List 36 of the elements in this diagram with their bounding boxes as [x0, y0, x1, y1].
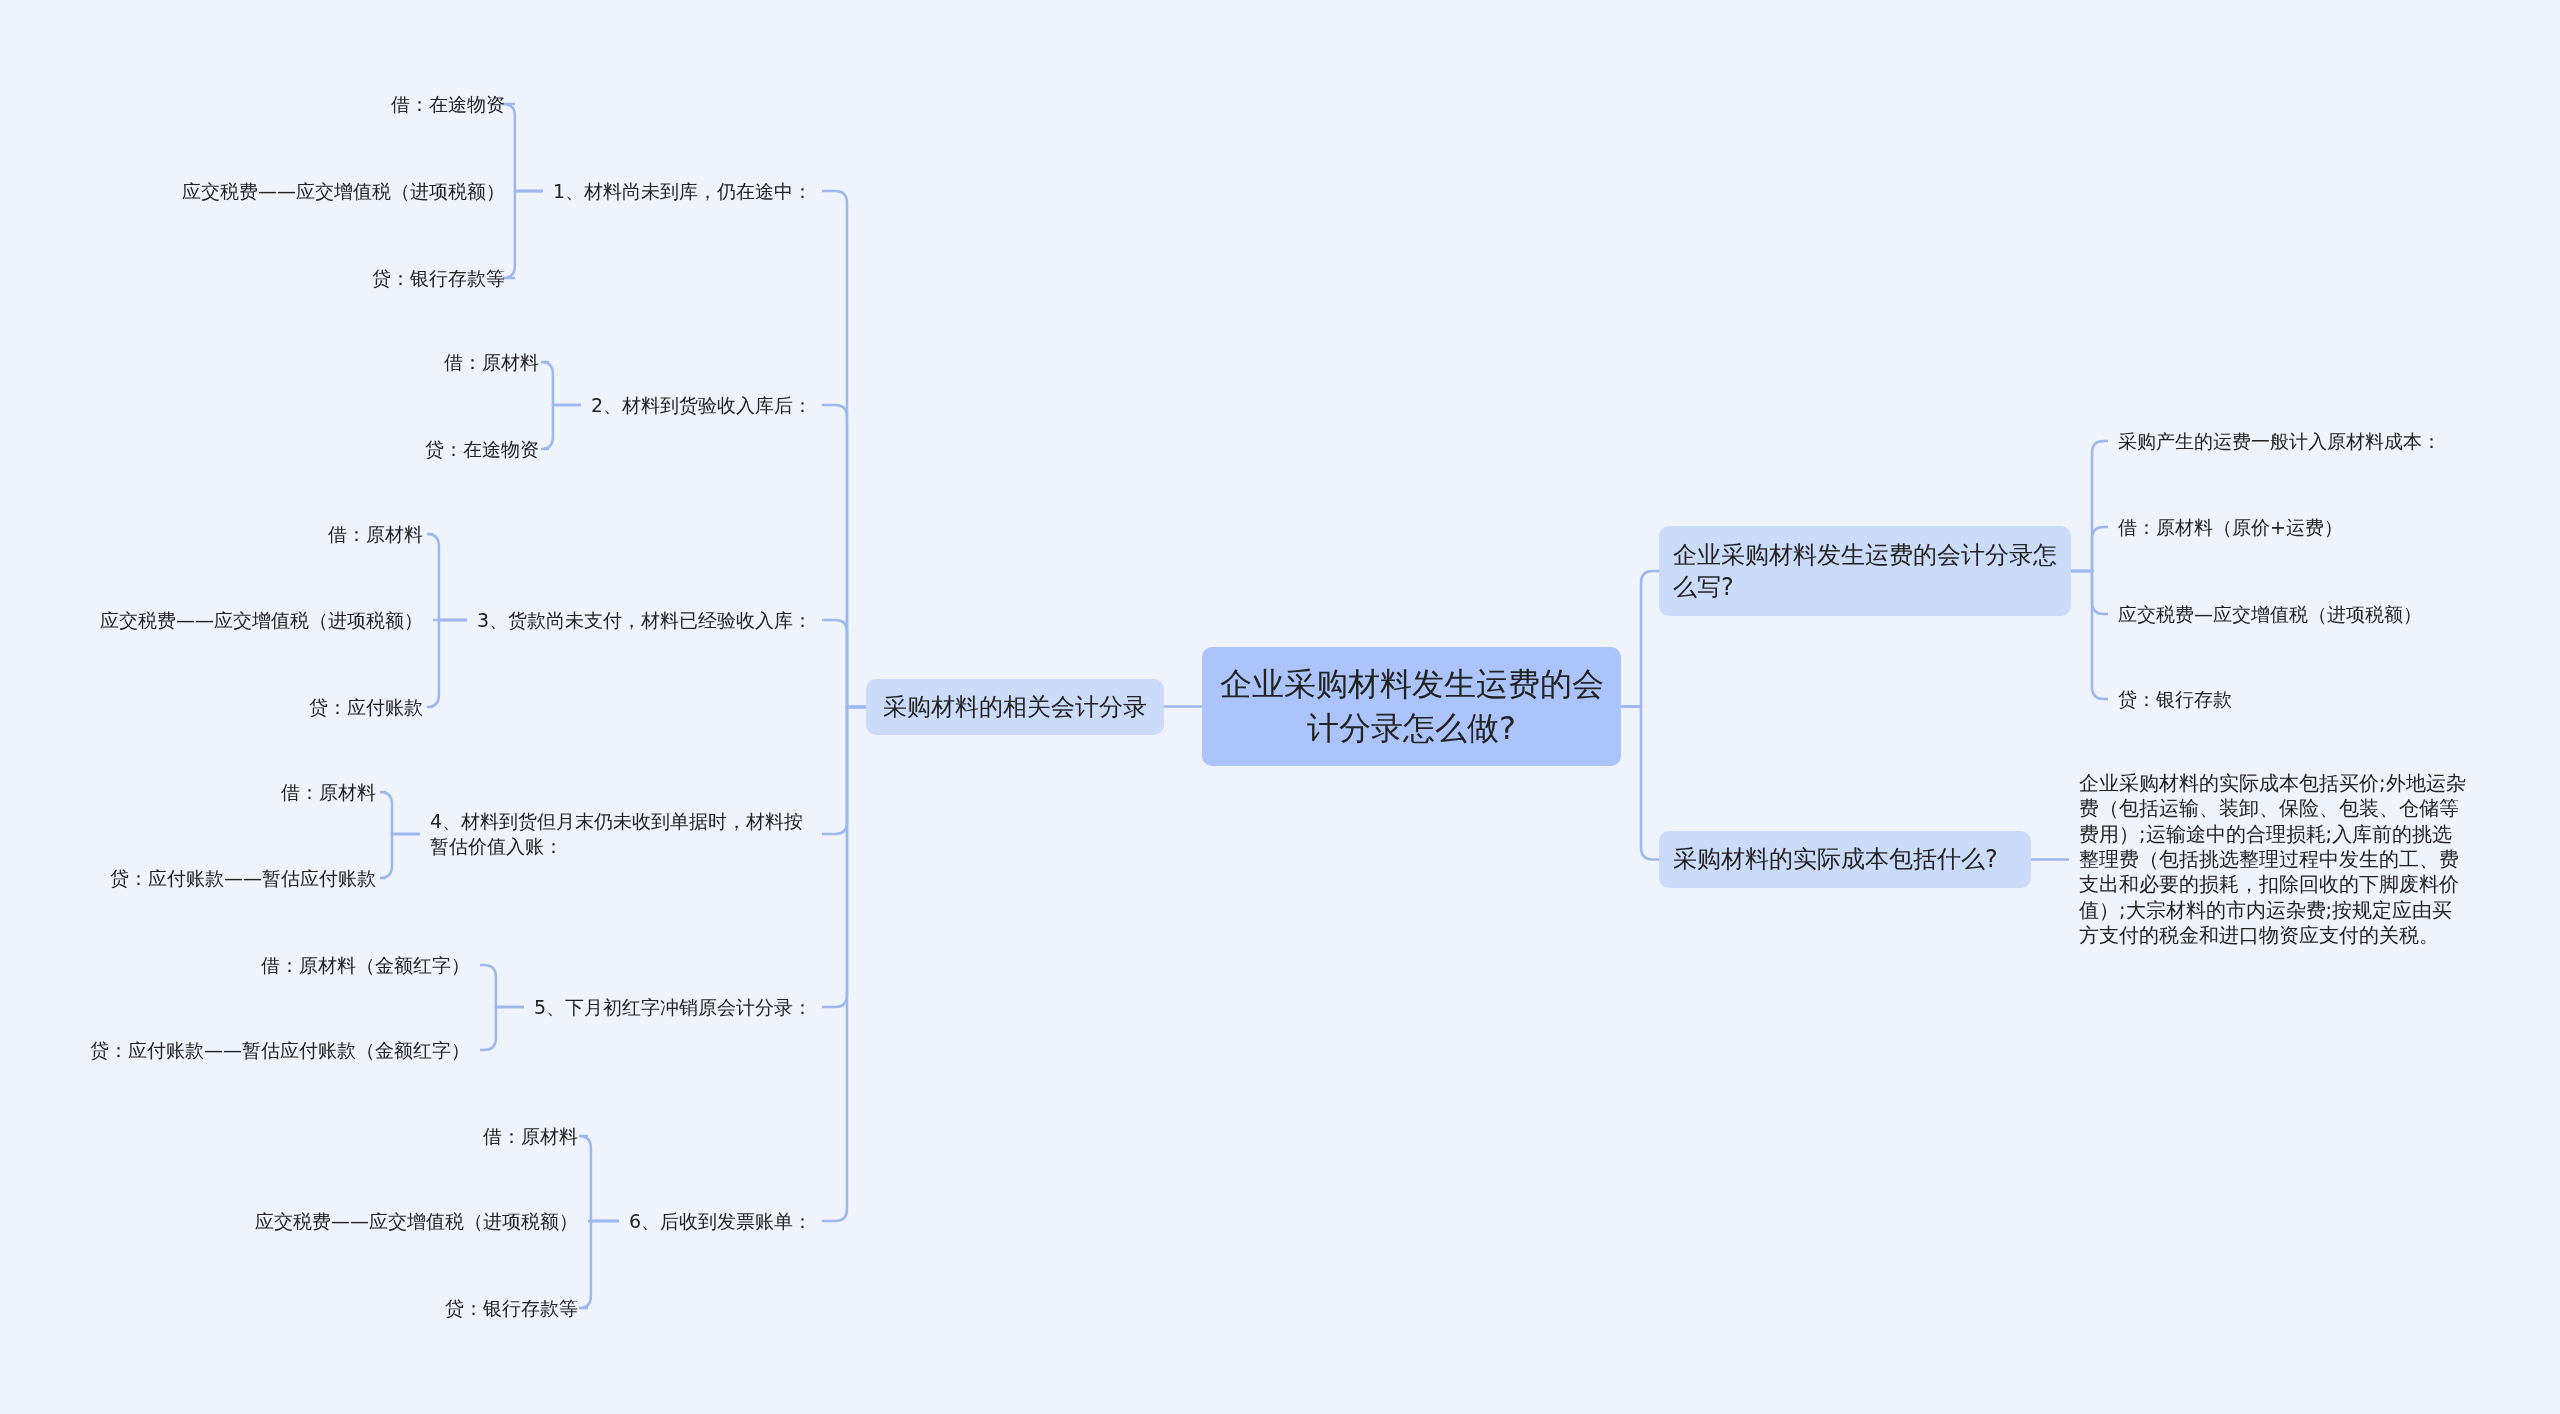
entry-text: 贷：银行存款等 [435, 1291, 588, 1325]
entry-text: 借：原材料（金额红字） [251, 948, 480, 982]
entry-text: 应交税费——应交增值税（进项税额） [90, 603, 433, 637]
entry-text: 5、下月初红字冲销原会计分录： [523, 990, 822, 1024]
entry-text: 借：原材料 [318, 517, 433, 551]
connector-line [2031, 858, 2069, 861]
connector-line [378, 832, 420, 880]
entry-text: 贷：在途物资 [415, 432, 549, 466]
entry-text: 4、材料到货但月末仍未收到单据时，材料按暂估价值入账： [420, 805, 822, 863]
topic-box: 采购材料的相关会计分录 [866, 679, 1164, 735]
topic-box: 企业采购材料发生运费的会计分录怎么写? [1659, 526, 2071, 616]
central-topic: 企业采购材料发生运费的会计分录怎么做? [1202, 647, 1621, 766]
entry-text: 应交税费—应交增值税（进项税额） [2108, 597, 2432, 631]
entry-text: 3、货款尚未支付，材料已经验收入库： [466, 603, 822, 637]
entry-text: 借：原材料（原价+运费） [2108, 510, 2353, 544]
entry-text: 贷：银行存款 [2108, 682, 2242, 716]
entry-text: 1、材料尚未到库，仍在途中： [542, 174, 822, 208]
topic-box: 采购材料的实际成本包括什么? [1659, 831, 2031, 888]
entry-text: 6、后收到发票账单： [618, 1204, 822, 1238]
entry-text: 2、材料到货验收入库后： [580, 388, 822, 422]
entry-text: 贷：应付账款——暂估应付账款（金额红字） [80, 1033, 480, 1067]
entry-text: 贷：银行存款等 [362, 261, 515, 295]
entry-text: 借：在途物资 [381, 87, 515, 121]
connector-line [480, 1005, 524, 1052]
connector-line [1164, 705, 1202, 708]
description-text: 企业采购材料的实际成本包括买价;外地运杂费（包括运输、装卸、保险、包装、仓储等费用）;运输途中的合理损耗;入库前的挑选整理费（包括挑选整理过程中发生的工、费支出和必要的损耗，扣除回收的下脚废料价值）;大宗材料的市内运杂费;按规定应由买方支付的税金和进口物资应支付的关税。 [2069, 767, 2481, 953]
entry-text: 贷：应付账款——暂估应付账款 [100, 861, 386, 895]
entry-text: 应交税费——应交增值税（进项税额） [245, 1204, 588, 1238]
entry-text: 应交税费——应交增值税（进项税额） [172, 174, 515, 208]
entry-text: 借：原材料 [473, 1119, 588, 1153]
entry-text: 借：原材料 [434, 345, 549, 379]
entry-text: 采购产生的运费一般计入原材料成本： [2108, 424, 2451, 458]
connector-line [539, 403, 581, 451]
entry-text: 贷：应付账款 [299, 690, 433, 724]
connector-line [425, 618, 467, 709]
entry-text: 借：原材料 [271, 775, 386, 809]
